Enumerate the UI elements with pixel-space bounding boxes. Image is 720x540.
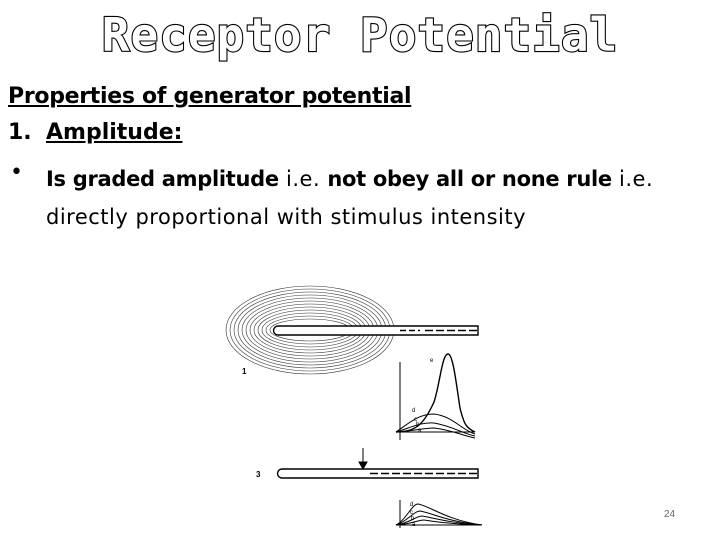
nerve-fiber-bottom bbox=[276, 468, 479, 479]
bullet-plain-1: i.e. bbox=[278, 167, 328, 191]
bottom-graph bbox=[395, 500, 483, 528]
bullet-bold-2: not obey all or none rule bbox=[327, 167, 612, 191]
item-number: 1. bbox=[8, 120, 32, 145]
slide-title: Receptor Potential bbox=[101, 7, 619, 63]
bullet-plain-2: i.e. bbox=[611, 167, 654, 191]
curve-label-e: e bbox=[430, 358, 434, 364]
figure-label-1: 1 bbox=[242, 367, 247, 376]
pacinian-corpuscle-figure: 1 e d c b a 3 d c b a bbox=[225, 285, 483, 528]
item-label: Amplitude: bbox=[46, 120, 183, 145]
figure-label-3: 3 bbox=[256, 470, 261, 479]
top-graph bbox=[395, 353, 476, 440]
section-heading: Properties of generator potential bbox=[8, 84, 412, 109]
bullet-line-2: directly proportional with stimulus inte… bbox=[46, 205, 527, 229]
curve-label-a: a bbox=[418, 428, 422, 434]
stimulus-arrow-icon bbox=[358, 448, 368, 471]
bullet-bold-1: Is graded amplitude bbox=[46, 167, 279, 191]
bullet-icon: • bbox=[10, 160, 23, 185]
curve-label-bottom-d: d bbox=[410, 502, 413, 508]
curve-label-d: d bbox=[412, 408, 415, 414]
bullet-text: Is graded amplitude i.e. not obey all or… bbox=[46, 160, 716, 236]
page-number: 24 bbox=[664, 509, 676, 520]
nerve-fiber-top bbox=[272, 325, 479, 336]
curve-label-c: c bbox=[414, 417, 417, 423]
curve-label-bottom-a: a bbox=[412, 522, 416, 528]
numbered-item: 1. Amplitude: bbox=[8, 120, 182, 145]
curve-label-bottom-c: c bbox=[410, 510, 413, 516]
curve-label-bottom-b: b bbox=[411, 516, 415, 522]
curve-label-b: b bbox=[416, 422, 420, 428]
